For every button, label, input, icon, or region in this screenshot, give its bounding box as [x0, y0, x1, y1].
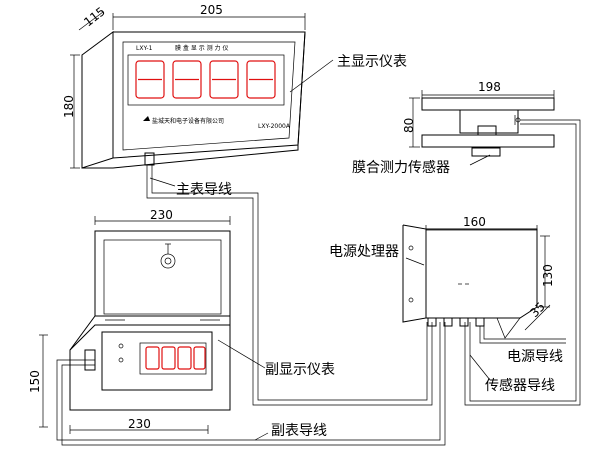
sub-cable [56, 322, 446, 446]
main-digit-2 [172, 60, 202, 99]
sensor-dimensions: 198 80 [402, 80, 555, 148]
main-digit-1 [135, 60, 165, 99]
dim-sub-height: 150 [28, 370, 42, 393]
dim-sub-bottom-width: 230 [128, 417, 151, 431]
membrane-sensor [421, 97, 555, 157]
sub-display-label: 副显示仪表 [265, 362, 335, 378]
main-plate-text: LXY-2000A [258, 123, 291, 130]
main-cable [146, 165, 433, 406]
sub-digit-4 [193, 346, 206, 370]
main-dimensions: 205 115 180 [62, 3, 306, 169]
dim-sensor-width: 198 [478, 80, 501, 94]
sub-dimensions: 230 230 150 [28, 208, 231, 434]
main-display-unit: LXY-1 膜 盒 显 示 测 力 仪 盐城天和电子设备有限公司 LXY-200… [81, 31, 306, 169]
sub-digit-3 [177, 346, 192, 370]
main-name-text: 膜 盒 显 示 测 力 仪 [175, 44, 228, 52]
sensor-label: 膜合测力传感器 [352, 159, 450, 176]
dim-processor-height: 130 [541, 264, 555, 287]
company-logo-icon [143, 116, 150, 121]
sensor-cable [464, 119, 581, 406]
dim-sensor-height: 80 [402, 118, 416, 133]
sub-cable-label: 副表导线 [271, 423, 327, 439]
dim-main-width: 205 [200, 3, 223, 17]
main-company-text: 盐城天和电子设备有限公司 [152, 117, 224, 125]
power-processor-label: 电源处理器 [329, 244, 399, 260]
sensor-cable-label: 传感器导线 [485, 377, 555, 394]
dim-sub-top-width: 230 [150, 208, 173, 222]
power-cable-label: 电源导线 [507, 349, 563, 365]
main-model-text: LXY-1 [136, 45, 153, 52]
dim-main-height: 180 [62, 95, 76, 118]
power-cable [479, 326, 566, 344]
power-processor [402, 224, 538, 339]
sub-digit-1 [145, 346, 160, 370]
sub-digit-2 [161, 346, 176, 370]
sub-display-unit [69, 230, 231, 411]
main-display-label: 主显示仪表 [337, 54, 407, 70]
main-digit-3 [209, 60, 239, 99]
main-connector [144, 152, 155, 166]
processor-dimensions: 160 130 35 [425, 215, 555, 331]
main-digit-4 [246, 60, 276, 99]
dim-processor-width: 160 [463, 215, 486, 229]
main-cable-label: 主表导线 [176, 182, 232, 198]
